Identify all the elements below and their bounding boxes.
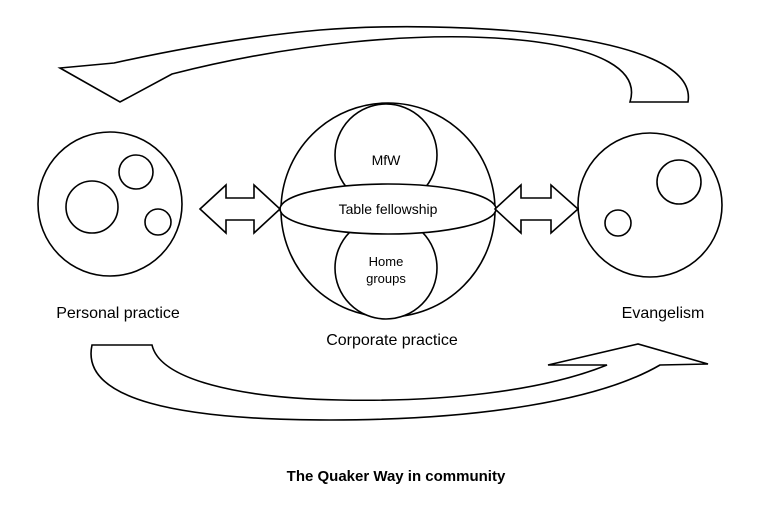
evangelism-inner-circle-large [656, 159, 702, 205]
top-cycle-arrow [57, 25, 689, 103]
corporate-practice-label: Corporate practice [326, 332, 458, 349]
mfw-label: MfW [372, 152, 402, 168]
right-double-arrow [493, 183, 580, 235]
personal-inner-circle-large [65, 180, 119, 234]
left-double-arrow [198, 183, 282, 235]
evangelism-inner-circle-small [604, 209, 632, 237]
evangelism-circle [577, 132, 723, 278]
home-groups-label-line1: Home [369, 254, 404, 269]
home-groups-label-line2: groups [366, 271, 406, 286]
personal-inner-circle-small [144, 208, 172, 236]
personal-practice-label: Personal practice [56, 305, 180, 322]
bottom-cycle-arrow [90, 343, 709, 421]
evangelism-label: Evangelism [622, 305, 705, 322]
diagram-title: The Quaker Way in community [287, 468, 506, 485]
personal-inner-circle-top [118, 154, 154, 190]
table-fellowship-label: Table fellowship [339, 201, 438, 217]
